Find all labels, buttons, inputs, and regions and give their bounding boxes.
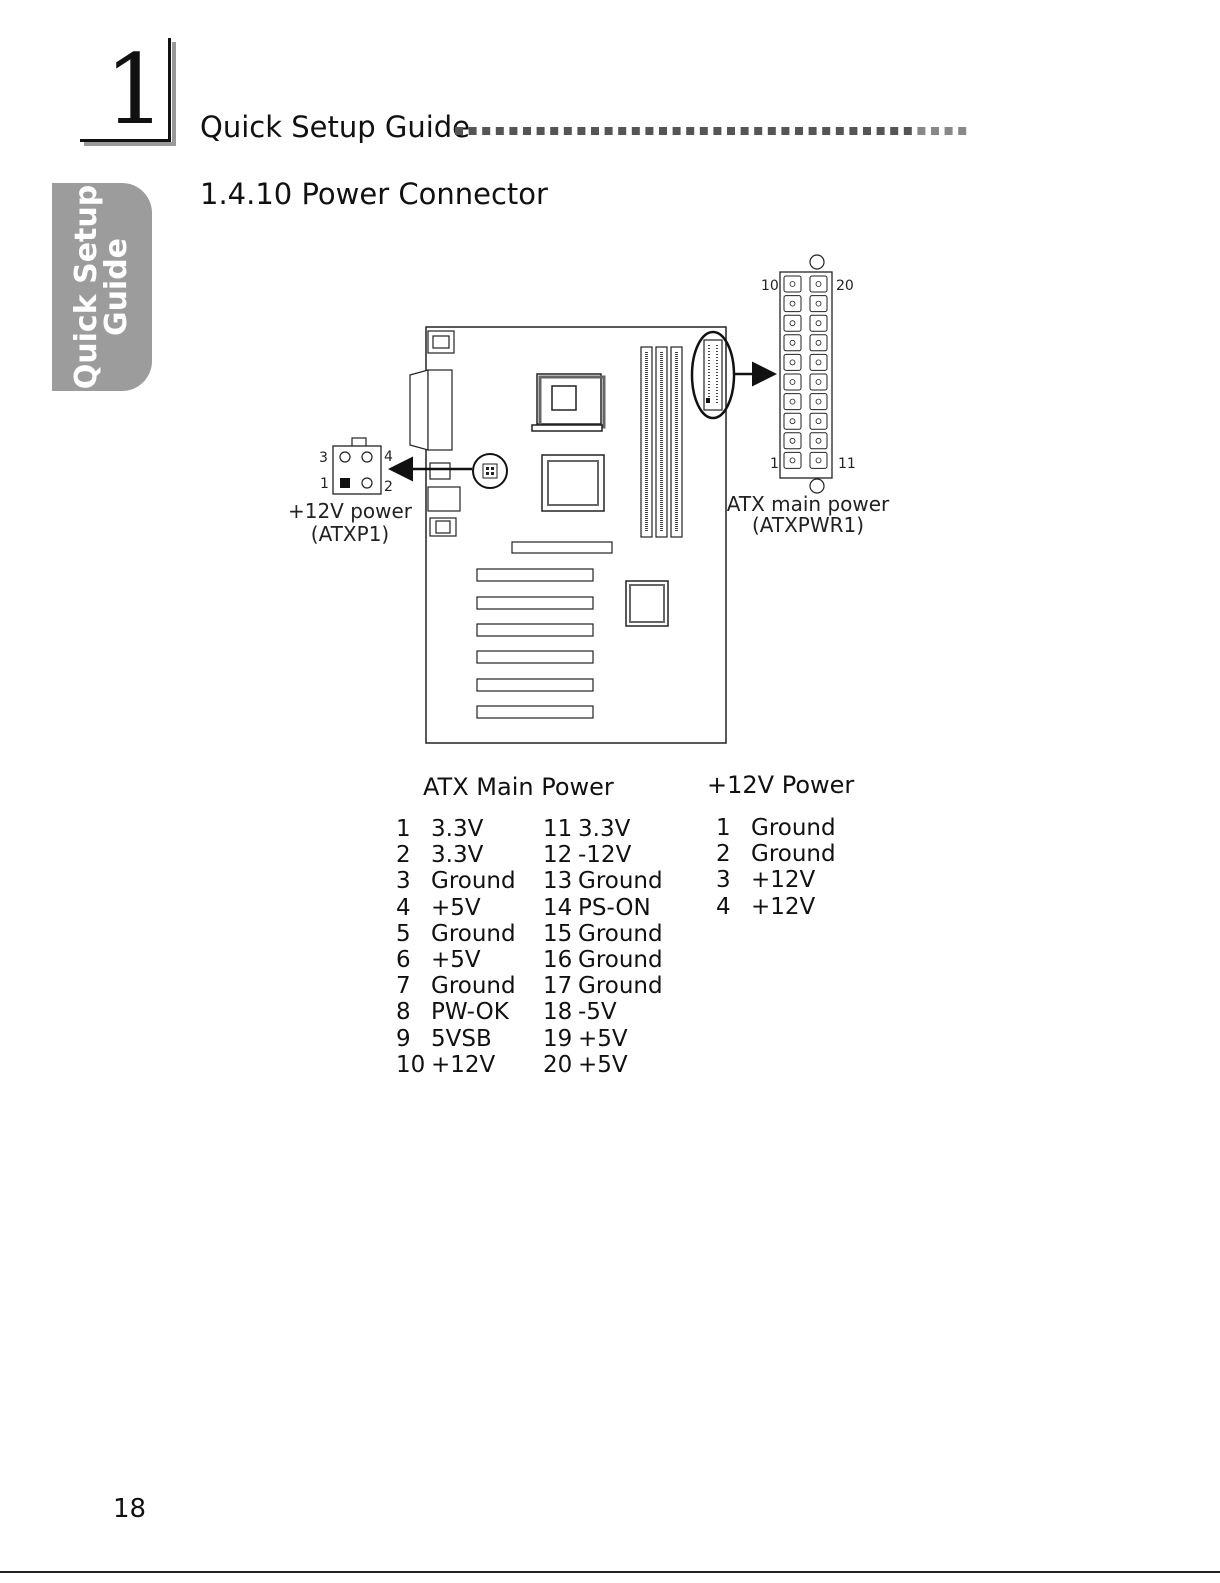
chapter-rule xyxy=(168,38,171,141)
atxpwr1-pin11-label: 11 xyxy=(838,456,856,472)
pin-signal: +12V xyxy=(751,867,816,894)
atxp1-pin3-label: 3 xyxy=(319,450,328,466)
pin-signal: -5V xyxy=(578,999,617,1026)
pin-number: 1 xyxy=(396,816,411,842)
pin-signal: Ground xyxy=(751,841,836,868)
pin-signal: Ground xyxy=(751,815,836,841)
pin-signal: Ground xyxy=(578,868,663,895)
pin-number: 7 xyxy=(396,973,411,1000)
pin-number: 4 xyxy=(716,893,731,920)
atxpwr1-detail: 10 20 1 11 ATX main power (ATXPWR1) xyxy=(727,254,890,537)
atxpwr1-pin20-label: 20 xyxy=(836,278,854,294)
plus12v-power-title: +12V Power xyxy=(707,771,855,799)
title-dot-leader xyxy=(455,127,967,135)
section-heading: 1.4.10 Power Connector xyxy=(200,177,548,211)
pin-number: 2 xyxy=(716,841,731,868)
pin-number: 18 xyxy=(543,999,573,1026)
side-tab: Quick Setup Guide xyxy=(52,183,152,391)
pin-signal: Ground xyxy=(431,973,516,1000)
agp-slot xyxy=(511,541,613,554)
pin-number: 3 xyxy=(716,867,731,894)
atxpwr1-pins xyxy=(783,275,828,469)
atxp1-board-connector xyxy=(472,453,508,489)
pin-signal: +12V xyxy=(431,1051,496,1078)
pci-slots xyxy=(476,568,594,719)
northbridge-chip xyxy=(541,454,605,512)
pin-number: 9 xyxy=(396,1025,411,1052)
chapter-underline-shadow xyxy=(84,142,176,146)
pin-number: 1 xyxy=(716,815,731,841)
pin-signal: Ground xyxy=(431,920,516,947)
pin-signal: Ground xyxy=(578,973,663,1000)
atxpwr1-board-connector xyxy=(690,330,736,420)
atxpwr1-name: ATX main power xyxy=(727,492,890,516)
dimm-slots xyxy=(640,346,683,538)
pin-signal: 5VSB xyxy=(431,1025,492,1052)
io-connectors xyxy=(409,330,461,537)
pin-signal: 3.3V xyxy=(431,816,484,842)
chapter-underline xyxy=(80,139,171,142)
pin-signal: Ground xyxy=(578,947,663,973)
pin-number: 8 xyxy=(396,999,411,1026)
atxp1-name: +12V power xyxy=(288,499,413,523)
pin-number: 19 xyxy=(543,1025,573,1052)
pin-number: 16 xyxy=(543,947,573,973)
pin-number: 17 xyxy=(543,973,573,1000)
pin-signal: +5V xyxy=(578,1051,628,1078)
cpu-socket xyxy=(531,373,606,432)
pin-signal: 3.3V xyxy=(578,816,631,842)
chapter-rule-shadow xyxy=(172,42,176,146)
pin-signal: PW-OK xyxy=(431,999,509,1026)
pin-signal: +5V xyxy=(431,947,481,973)
pin-signal: Ground xyxy=(431,868,516,895)
pin-signal: Ground xyxy=(578,920,663,947)
pin-number: 4 xyxy=(396,894,411,921)
board-outline xyxy=(425,326,727,744)
pin-number: 3 xyxy=(396,868,411,895)
pin-signal: -12V xyxy=(578,842,632,869)
pin-number: 13 xyxy=(543,868,573,895)
pin-number: 14 xyxy=(543,894,573,921)
bottom-rule xyxy=(0,1571,1220,1573)
atxp1-detail: 3 4 1 2 +12V power (ATXP1) xyxy=(288,437,413,546)
pin-number: 12 xyxy=(543,842,573,869)
pin-number: 11 xyxy=(543,816,573,842)
pin-number: 10 xyxy=(396,1051,426,1078)
atxp1-id: (ATXP1) xyxy=(311,522,389,546)
atxp1-pin1-label: 1 xyxy=(320,476,329,492)
pin-number: 2 xyxy=(396,842,411,869)
pin-number: 5 xyxy=(396,920,411,947)
pin-signal: 3.3V xyxy=(431,842,484,869)
chapter-title: Quick Setup Guide xyxy=(200,110,471,144)
pin-signal: +5V xyxy=(578,1025,628,1052)
atxp1-pin2-label: 2 xyxy=(384,479,393,495)
atx-main-power-title: ATX Main Power xyxy=(423,773,614,801)
pin-signal: +12V xyxy=(751,893,816,920)
southbridge-chip xyxy=(625,580,669,627)
atxpwr1-id: (ATXPWR1) xyxy=(752,513,864,537)
page-number: 18 xyxy=(113,1494,147,1524)
atxpwr1-pin10-label: 10 xyxy=(761,278,779,294)
pin-signal: +5V xyxy=(431,894,481,921)
pin-number: 15 xyxy=(543,920,573,947)
pin-number: 6 xyxy=(396,947,411,973)
atxpwr1-pin1-label: 1 xyxy=(770,456,779,472)
pin-number: 20 xyxy=(543,1051,573,1078)
atxp1-pin4-label: 4 xyxy=(384,449,393,465)
chapter-number: 1 xyxy=(104,34,166,146)
pin-signal: PS-ON xyxy=(578,894,651,921)
